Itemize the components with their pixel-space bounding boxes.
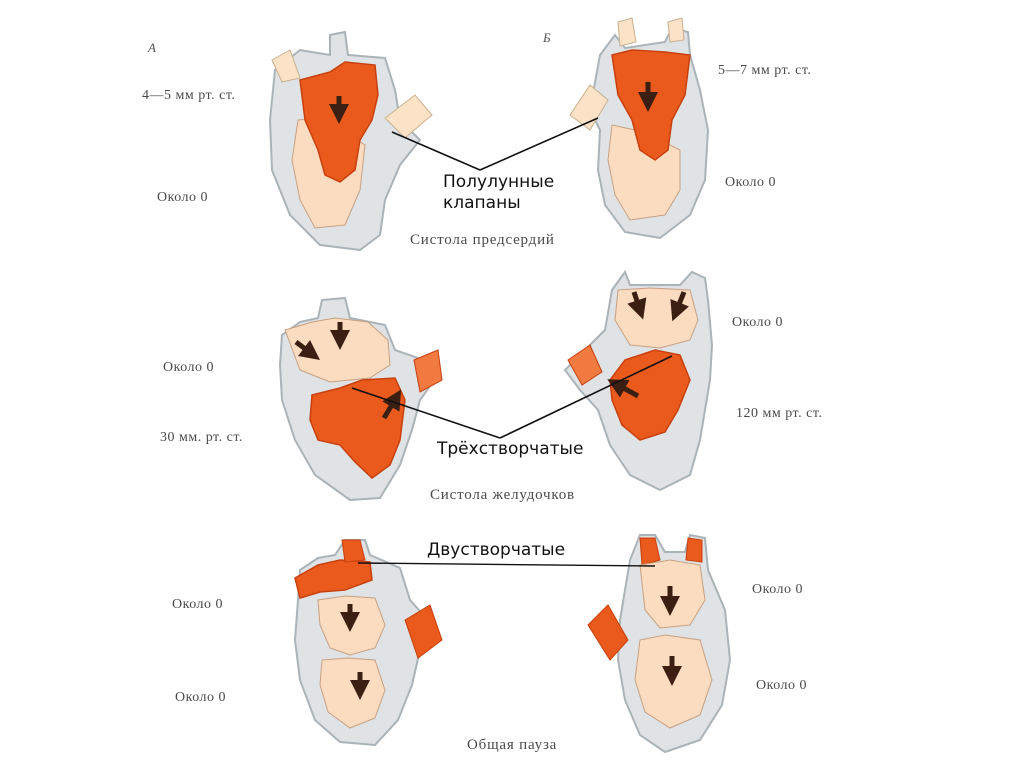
heart-a-ventricular-systole	[278, 296, 443, 502]
semilunar-line1: Полулунные	[443, 172, 555, 192]
caption-ventricular-systole: Систола желудочков	[430, 487, 575, 503]
panel-letter-a: А	[148, 40, 156, 55]
pressure-row2-left-ventricle: 30 мм. рт. ст.	[160, 430, 243, 445]
heart-a-atrial-systole	[268, 30, 433, 252]
caption-atrial-systole: Систола предсердий	[410, 232, 555, 248]
pressure-row2-right-atrium: Около 0	[732, 315, 784, 330]
pressure-row2-right-ventricle: 120 мм рт. ст.	[736, 406, 823, 421]
semilunar-line2: клапаны	[443, 193, 521, 213]
pressure-row1-right-ventricle: Около 0	[725, 175, 777, 190]
tricuspid-valves-label: Трёхстворчатые	[437, 439, 584, 459]
pressure-row3-left-ventricle: Около 0	[175, 690, 227, 705]
pressure-row3-right-ventricle: Около 0	[756, 678, 808, 693]
pressure-row2-left-atrium: Около 0	[163, 360, 215, 375]
pressure-row1-left: 4—5 мм рт. ст.	[142, 88, 236, 103]
panel-letter-b: Б	[543, 30, 551, 45]
pressure-row3-right-atrium: Около 0	[752, 582, 804, 597]
bicuspid-valves-label: Двустворчатые	[427, 540, 566, 560]
semilunar-valves-label: Полулунные клапаны	[443, 172, 554, 214]
heart-b-ventricular-systole	[563, 269, 714, 492]
heart-a-general-pause	[293, 539, 443, 747]
caption-general-pause: Общая пауза	[467, 737, 558, 753]
heart-b-general-pause	[587, 533, 732, 754]
pressure-row3-left-atrium: Около 0	[172, 597, 224, 612]
pressure-row1-left-ventricle: Около 0	[157, 190, 209, 205]
pressure-row1-right: 5—7 мм рт. ст.	[718, 63, 812, 78]
heart-b-atrial-systole	[569, 17, 710, 240]
